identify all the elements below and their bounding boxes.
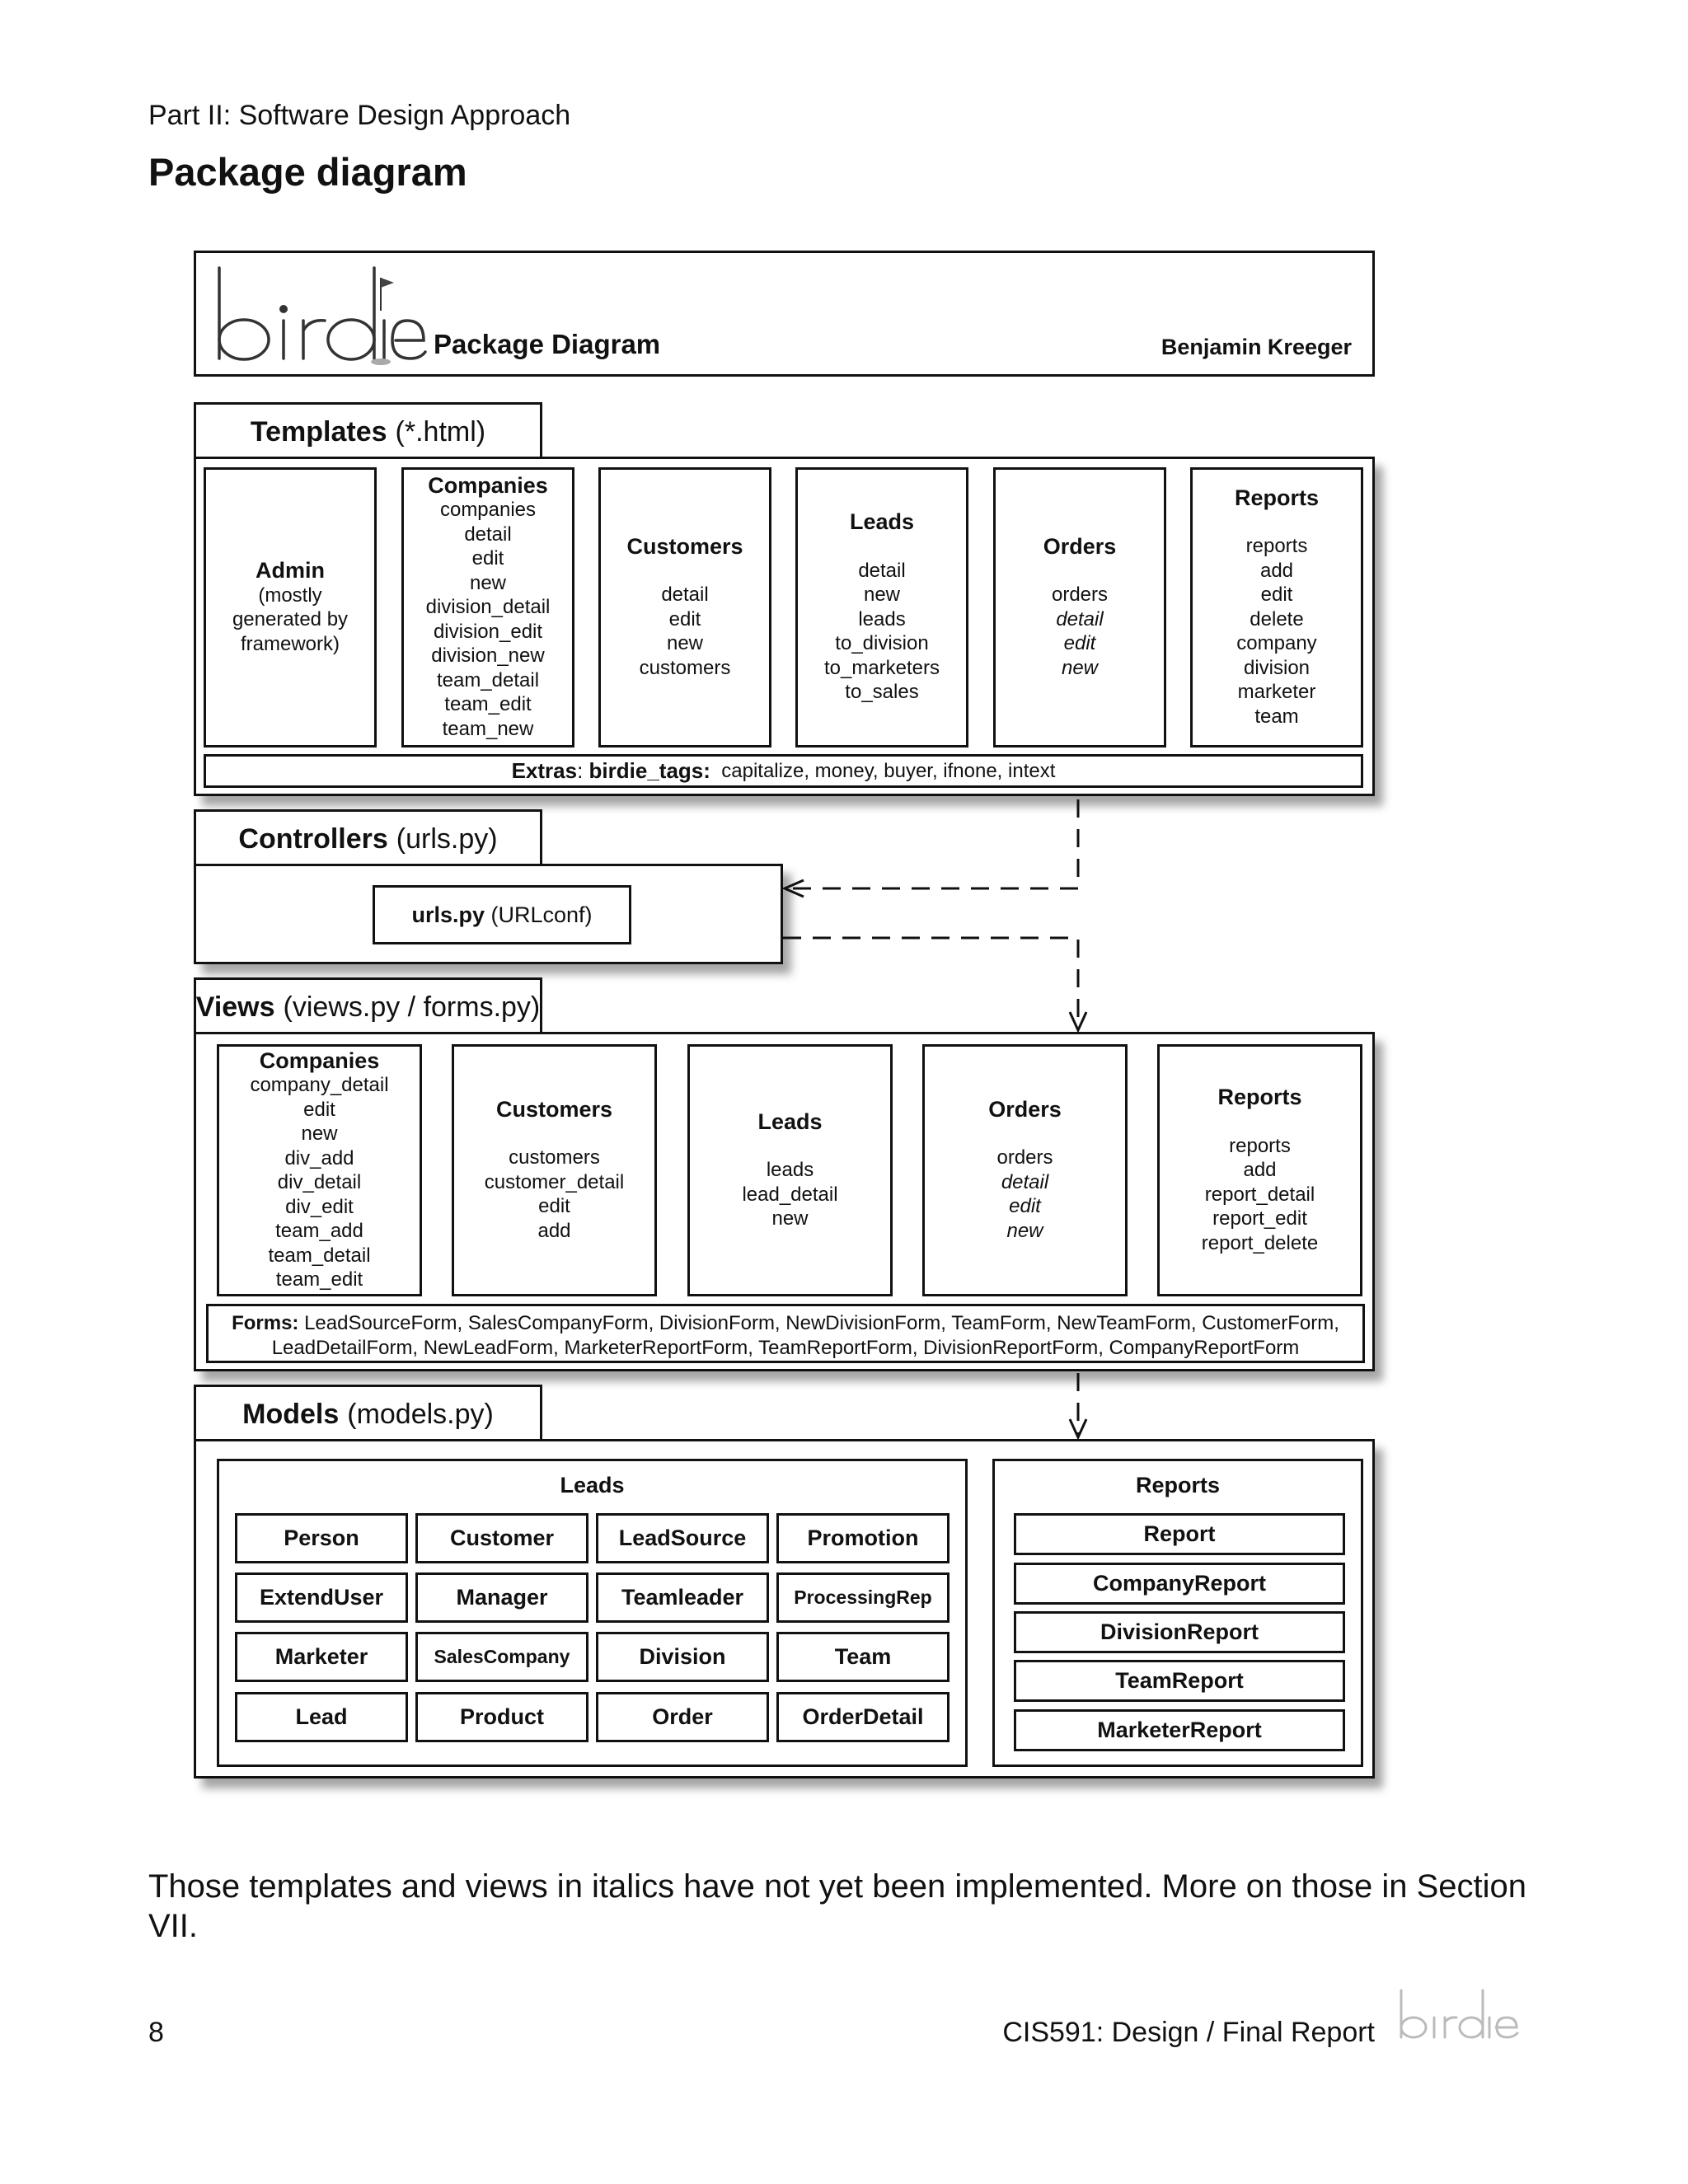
templates-orders: Orders orders detail edit new bbox=[993, 467, 1166, 748]
model-teamreport: TeamReport bbox=[1014, 1660, 1345, 1702]
model-team: Team bbox=[776, 1632, 950, 1682]
model-manager: Manager bbox=[415, 1572, 588, 1623]
templates-admin-title: Admin bbox=[256, 558, 325, 583]
section-label: Part II: Software Design Approach bbox=[148, 100, 571, 131]
models-tab: Models (models.py) bbox=[194, 1385, 542, 1441]
controllers-to-views-arrow bbox=[783, 936, 1080, 1026]
controllers-tab: Controllers (urls.py) bbox=[194, 809, 542, 866]
model-extenduser: ExtendUser bbox=[235, 1572, 408, 1623]
page-number: 8 bbox=[148, 2017, 164, 2048]
model-report: Report bbox=[1014, 1513, 1345, 1555]
templates-reports: Reports reports add edit delete company … bbox=[1190, 467, 1363, 748]
views-customers-title: Customers bbox=[495, 1096, 613, 1122]
templates-customers: Customers detail edit new customers bbox=[598, 467, 771, 748]
urls-conf: (URLconf) bbox=[490, 902, 593, 927]
model-marketer: Marketer bbox=[235, 1632, 408, 1682]
views-leads: Leads leads lead_detail new bbox=[687, 1044, 893, 1296]
templates-extras: Extras: birdie_tags: capitalize, money, … bbox=[204, 754, 1363, 788]
birdie-logo bbox=[218, 266, 427, 365]
templates-companies-title: Companies bbox=[428, 472, 548, 498]
footnote: Those templates and views in italics hav… bbox=[148, 1868, 1527, 1944]
model-salescompany: SalesCompany bbox=[415, 1632, 588, 1682]
model-divisionreport: DivisionReport bbox=[1014, 1611, 1345, 1653]
views-companies-title: Companies bbox=[259, 1047, 380, 1073]
templates-tab-ext: (*.html) bbox=[395, 415, 486, 448]
model-marketerreport: MarketerReport bbox=[1014, 1709, 1345, 1751]
models-leads-group: Leads bbox=[217, 1459, 968, 1767]
templates-to-controllers-arrow bbox=[791, 799, 1080, 890]
model-processingrep: ProcessingRep bbox=[776, 1572, 950, 1623]
model-orderdetail: OrderDetail bbox=[776, 1692, 950, 1742]
model-teamleader: Teamleader bbox=[596, 1572, 769, 1623]
model-person: Person bbox=[235, 1513, 408, 1563]
templates-companies: Companies companies detail edit new divi… bbox=[401, 467, 574, 748]
controllers-tab-ext: (urls.py) bbox=[396, 823, 498, 855]
views-customers: Customers customers customer_detail edit… bbox=[452, 1044, 657, 1296]
views-reports: Reports reports add report_detail report… bbox=[1157, 1044, 1362, 1296]
templates-tab-name: Templates bbox=[250, 415, 387, 448]
templates-leads-title: Leads bbox=[849, 509, 915, 535]
model-product: Product bbox=[415, 1692, 588, 1742]
model-division: Division bbox=[596, 1632, 769, 1682]
diagram-title: Package Diagram bbox=[434, 329, 661, 359]
models-leads-title: Leads bbox=[560, 1473, 625, 1497]
views-tab: Views (views.py / forms.py) bbox=[194, 977, 542, 1034]
views-reports-title: Reports bbox=[1217, 1085, 1302, 1109]
diagram-header: Package Diagram Benjamin Kreeger bbox=[194, 251, 1375, 377]
controllers-tab-name: Controllers bbox=[238, 823, 388, 855]
views-companies: Companies company_detail edit new div_ad… bbox=[217, 1044, 422, 1296]
models-tab-ext: (models.py) bbox=[347, 1398, 494, 1430]
views-forms: Forms: LeadSourceForm, SalesCompanyForm,… bbox=[206, 1304, 1365, 1363]
model-order: Order bbox=[596, 1692, 769, 1742]
models-tab-name: Models bbox=[242, 1398, 340, 1430]
templates-customers-title: Customers bbox=[626, 533, 743, 559]
model-companyreport: CompanyReport bbox=[1014, 1563, 1345, 1605]
diagram-author: Benjamin Kreeger bbox=[1160, 335, 1352, 359]
views-tab-name: Views bbox=[195, 991, 275, 1023]
extras-tag: birdie_tags: bbox=[588, 758, 710, 783]
templates-tab: Templates (*.html) bbox=[194, 402, 542, 459]
footer-birdie-logo bbox=[1400, 1989, 1519, 2039]
model-promotion: Promotion bbox=[776, 1513, 950, 1563]
model-leadsource: LeadSource bbox=[596, 1513, 769, 1563]
views-leads-title: Leads bbox=[757, 1108, 823, 1134]
views-orders: Orders orders detail edit new bbox=[922, 1044, 1128, 1296]
extras-list: capitalize, money, buyer, ifnone, intext bbox=[721, 759, 1056, 782]
model-customer: Customer bbox=[415, 1513, 588, 1563]
templates-reports-title: Reports bbox=[1234, 485, 1319, 510]
views-orders-title: Orders bbox=[988, 1096, 1062, 1122]
models-reports-title: Reports bbox=[1135, 1473, 1220, 1497]
forms-line-1: LeadSourceForm, SalesCompanyForm, Divisi… bbox=[304, 1312, 1339, 1334]
report-name: CIS591: Design / Final Report bbox=[1002, 2017, 1375, 2048]
forms-label: Forms: bbox=[232, 1312, 299, 1334]
controllers-package bbox=[194, 864, 783, 964]
page-title: Package diagram bbox=[148, 150, 467, 194]
templates-admin: Admin (mostly generated by framework) bbox=[204, 467, 377, 748]
templates-package bbox=[194, 457, 1375, 796]
urls-file: urls.py bbox=[411, 902, 485, 927]
templates-orders-title: Orders bbox=[1043, 533, 1117, 559]
forms-line-2: LeadDetailForm, NewLeadForm, MarketerRep… bbox=[271, 1337, 1300, 1359]
urls-conf-box: urls.py (URLconf) bbox=[373, 885, 631, 944]
extras-label: Extras bbox=[511, 758, 578, 783]
templates-leads: Leads detail new leads to_division to_ma… bbox=[795, 467, 968, 748]
model-lead: Lead bbox=[235, 1692, 408, 1742]
views-tab-ext: (views.py / forms.py) bbox=[283, 991, 541, 1023]
